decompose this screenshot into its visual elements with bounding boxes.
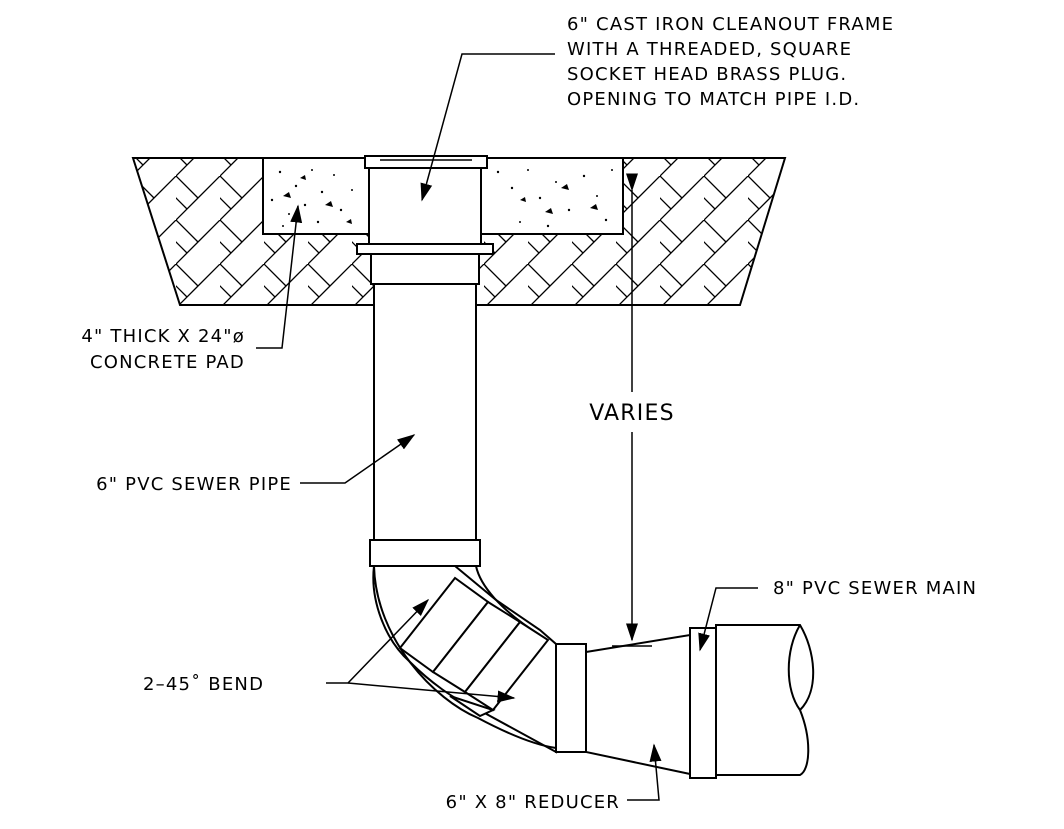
main-label: 8" PVC SEWER MAIN xyxy=(773,578,977,599)
reducer-label: 6" X 8" REDUCER xyxy=(446,792,620,813)
labels: 6" CAST IRON CLEANOUT FRAME WITH A THREA… xyxy=(81,14,977,813)
bend-label: 2–45˚ BEND xyxy=(143,674,264,695)
frame-label-line-1: 6" CAST IRON CLEANOUT FRAME xyxy=(567,14,894,35)
pipe-label: 6" PVC SEWER PIPE xyxy=(96,474,292,495)
pad-label-line-2: CONCRETE PAD xyxy=(90,352,245,373)
concrete-stipple xyxy=(270,169,613,228)
cleanout-frame xyxy=(356,155,494,285)
frame-label-line-2: WITH A THREADED, SQUARE xyxy=(567,39,852,60)
pad-label-line-1: 4" THICK X 24"ø xyxy=(81,326,245,347)
bend-assembly xyxy=(372,565,717,779)
bend-coupling-2 xyxy=(449,620,550,718)
frame-label-line-3: SOCKET HEAD BRASS PLUG. xyxy=(567,64,847,85)
riser-pipe xyxy=(369,283,481,567)
leaders xyxy=(256,53,758,801)
frame-label-line-4: OPENING TO MATCH PIPE I.D. xyxy=(567,89,860,110)
sewer-main xyxy=(715,624,815,776)
varies-label: VARIES xyxy=(589,401,675,426)
varies-dimension xyxy=(612,173,652,647)
